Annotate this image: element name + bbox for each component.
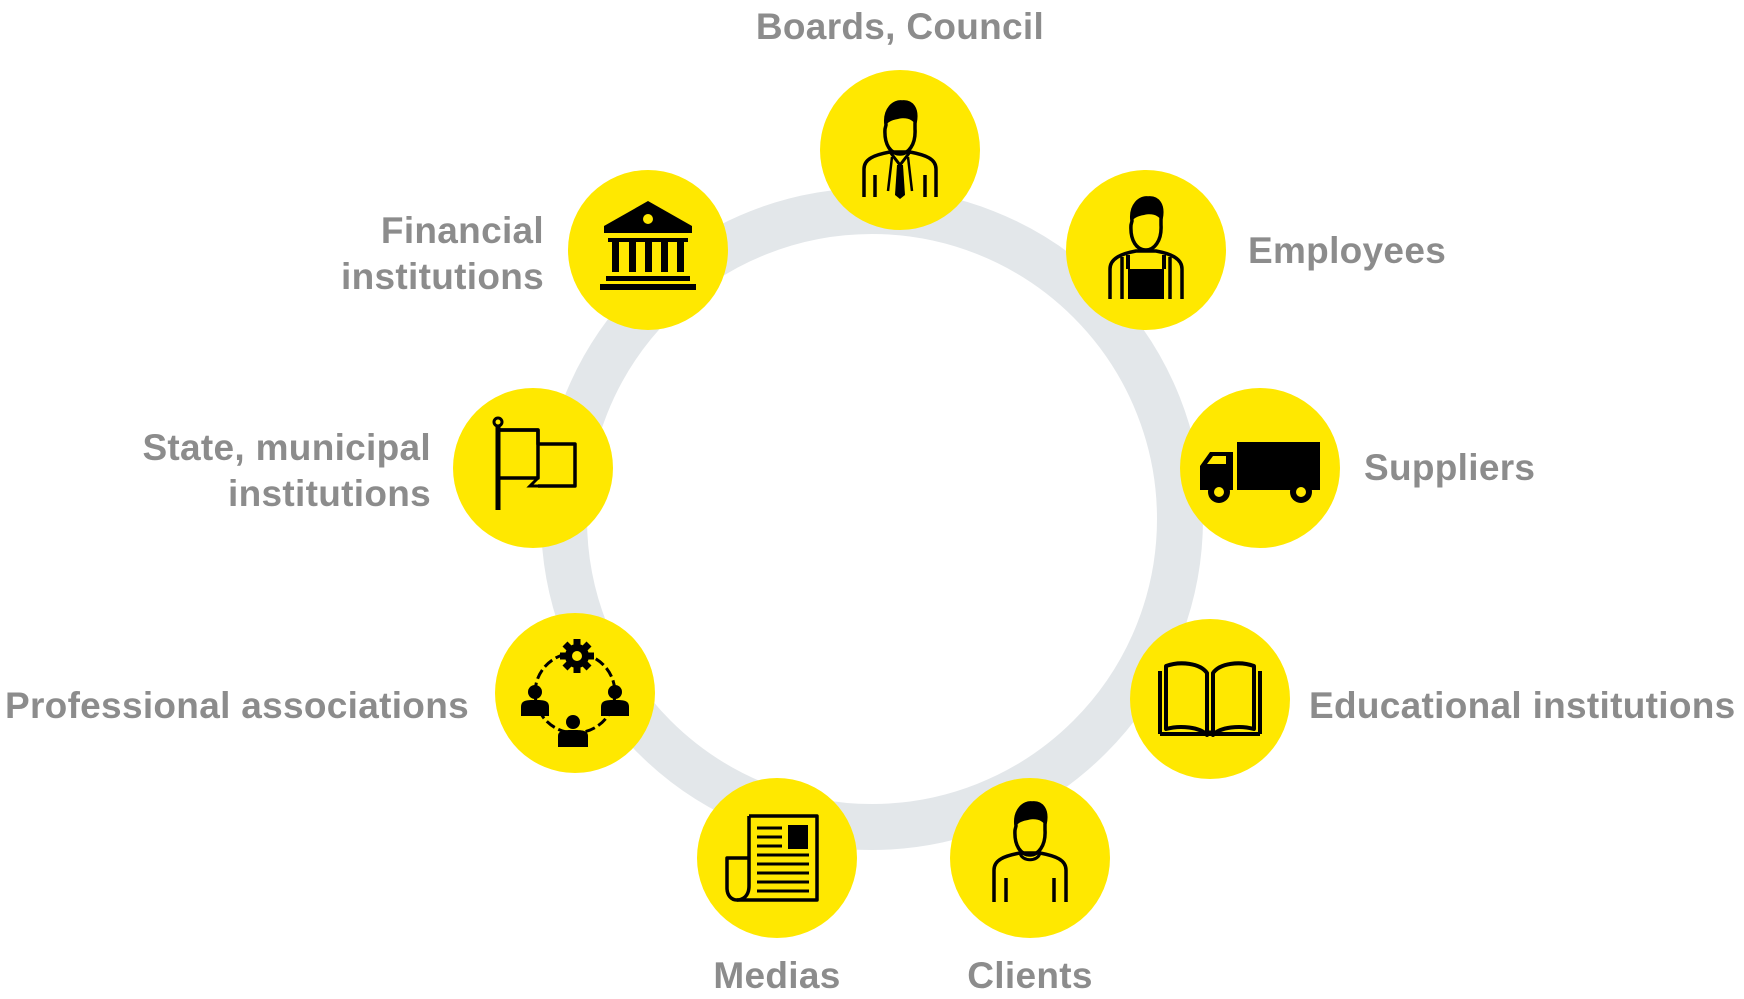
newspaper-icon — [725, 814, 819, 902]
node-circle — [950, 778, 1110, 938]
node-clients — [950, 778, 1110, 938]
label-state: State, municipal institutions — [142, 425, 431, 517]
client-person-icon — [992, 800, 1068, 902]
node-medias — [697, 778, 857, 938]
label-professional: Professional associations — [5, 683, 469, 729]
label-medias: Medias — [677, 953, 877, 999]
label-line: Boards, Council — [755, 6, 1045, 47]
bank-building-icon — [600, 201, 696, 290]
label-line: Suppliers — [1364, 447, 1536, 488]
node-suppliers — [1180, 388, 1340, 548]
node-educational — [1130, 619, 1290, 779]
label-suppliers: Suppliers — [1364, 445, 1535, 491]
label-line: Clients — [967, 955, 1093, 996]
node-state — [453, 388, 613, 548]
node-circle — [697, 778, 857, 938]
label-clients: Clients — [930, 953, 1130, 999]
label-line: Employees — [1248, 230, 1447, 271]
delivery-truck-icon — [1200, 442, 1320, 503]
worker-overalls-icon — [1108, 195, 1184, 299]
label-line: institutions — [341, 256, 544, 297]
label-line: Medias — [713, 955, 841, 996]
node-boards — [820, 70, 980, 230]
label-employees: Employees — [1248, 228, 1446, 274]
open-book-icon — [1158, 661, 1262, 737]
label-line: Financial — [380, 210, 544, 251]
flag-icon — [492, 416, 577, 510]
node-financial — [568, 170, 728, 330]
label-line: Professional associations — [4, 685, 469, 726]
node-circle — [453, 388, 613, 548]
label-line: State, municipal — [142, 427, 431, 468]
label-boards: Boards, Council — [720, 4, 1080, 50]
network-gear-icon — [521, 639, 629, 747]
label-educational: Educational institutions — [1309, 683, 1736, 729]
label-line: institutions — [228, 473, 431, 514]
node-circle — [1130, 619, 1290, 779]
node-circle — [495, 613, 655, 773]
executive-tie-icon — [862, 99, 938, 199]
label-line: Educational institutions — [1309, 685, 1736, 726]
label-financial: Financial institutions — [341, 208, 544, 300]
node-professional — [495, 613, 655, 773]
node-employees — [1066, 170, 1226, 330]
